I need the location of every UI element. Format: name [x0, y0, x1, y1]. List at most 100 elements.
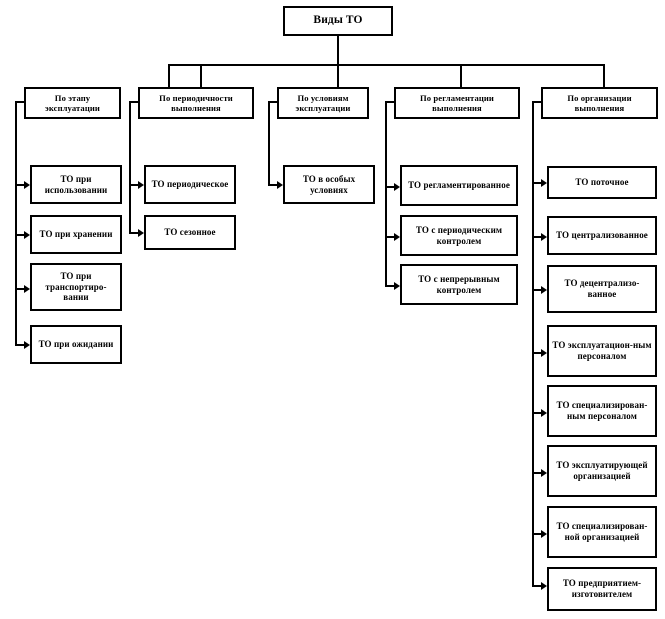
branch5-tick-3 [532, 289, 545, 291]
leaf-node-operating-personnel-label: ТО эксплуатацион-ным персоналом [552, 340, 652, 361]
leaf-node-use-label: ТО при использовании [44, 173, 108, 195]
leaf-node-flow-label: ТО поточное [575, 177, 629, 188]
branch5-tick-2 [532, 236, 545, 238]
branch-node-conditions-label: По условиям эксплуатации [295, 92, 351, 113]
branch2-tick-1 [129, 184, 142, 186]
branch1-rail [15, 101, 17, 346]
branch5-arrow-4 [541, 349, 547, 357]
level2-drop-2 [200, 64, 202, 87]
leaf-node-specialized-personnel-label: ТО специализирован-ным персоналом [556, 400, 648, 421]
branch-node-organization-label: По организации выполнения [567, 92, 632, 113]
branch2-elbow-top [129, 101, 140, 103]
branch3-arrow-1 [277, 181, 283, 189]
leaf-node-storage: ТО при хранении [30, 215, 122, 254]
leaf-node-special-conditions-label: ТО в особых условиях [302, 173, 356, 195]
leaf-node-transport-label: ТО при транспортиро-вании [45, 271, 107, 303]
branch4-arrow-1 [394, 183, 400, 191]
leaf-node-regulated-label: ТО регламентированное [408, 180, 510, 191]
level2-drop-5 [603, 64, 605, 87]
branch4-tick-2 [385, 236, 398, 238]
leaf-node-operating-organization-label: ТО эксплуатирующей организацией [556, 460, 648, 481]
branch5-arrow-8 [541, 582, 547, 590]
leaf-node-regulated: ТО регламентированное [400, 165, 518, 206]
leaf-node-continuous-control-label: ТО с непрерывным контролем [418, 273, 500, 295]
branch1-tick-2 [15, 234, 28, 236]
leaf-node-manufacturer: ТО предприятием-изготовителем [547, 567, 657, 611]
branch1-arrow-2 [24, 231, 30, 239]
leaf-node-decentralized: ТО децентрализо-ванное [547, 265, 657, 313]
branch1-tick-1 [15, 184, 28, 186]
branch5-tick-4 [532, 352, 545, 354]
branch5-tick-7 [532, 533, 545, 535]
branch-node-organization: По организации выполнения [541, 87, 658, 119]
branch-node-conditions: По условиям эксплуатации [277, 87, 369, 119]
leaf-node-storage-label: ТО при хранении [39, 229, 113, 240]
leaf-node-periodic-label: ТО периодическое [151, 179, 229, 190]
branch5-tick-1 [532, 182, 545, 184]
leaf-node-continuous-control: ТО с непрерывным контролем [400, 264, 518, 305]
branch1-arrow-1 [24, 181, 30, 189]
branch2-arrow-1 [138, 181, 144, 189]
branch4-elbow-top [385, 101, 396, 103]
branch5-rail [532, 101, 534, 587]
leaf-node-periodic: ТО периодическое [144, 165, 236, 204]
branch-node-stage: По этапу эксплуатации [24, 87, 121, 119]
leaf-node-waiting: ТО при ожидании [30, 325, 122, 364]
leaf-node-periodic-control: ТО с периодическим контролем [400, 215, 518, 256]
leaf-node-waiting-label: ТО при ожидании [38, 339, 114, 350]
leaf-node-periodic-control-label: ТО с периодическим контролем [415, 224, 503, 246]
leaf-node-seasonal-label: ТО сезонное [164, 227, 216, 238]
leaf-node-operating-organization: ТО эксплуатирующей организацией [547, 445, 657, 497]
branch2-rail [129, 101, 131, 234]
branch1-elbow-top [15, 101, 26, 103]
branch5-arrow-5 [541, 409, 547, 417]
branch5-tick-5 [532, 412, 545, 414]
root-node-label: Виды ТО [313, 14, 363, 27]
leaf-node-decentralized-label: ТО децентрализо-ванное [564, 278, 640, 299]
branch-node-regulation: По регламентации выполнения [394, 87, 520, 119]
branch4-rail [385, 101, 387, 287]
leaf-node-use: ТО при использовании [30, 165, 122, 204]
leaf-node-transport: ТО при транспортиро-вании [30, 263, 122, 311]
branch5-arrow-1 [541, 179, 547, 187]
branch-node-stage-label: По этапу эксплуатации [45, 92, 100, 113]
leaf-node-centralized: ТО централизованное [547, 216, 657, 255]
branch4-tick-3 [385, 285, 398, 287]
leaf-node-specialized-personnel: ТО специализирован-ным персоналом [547, 385, 657, 437]
branch5-arrow-7 [541, 530, 547, 538]
branch2-arrow-2 [138, 229, 144, 237]
leaf-node-manufacturer-label: ТО предприятием-изготовителем [562, 578, 642, 599]
branch5-tick-8 [532, 585, 545, 587]
branch3-rail [268, 101, 270, 186]
branch2-tick-2 [129, 232, 142, 234]
branch-node-regulation-label: По регламентации выполнения [419, 92, 494, 113]
branch4-arrow-2 [394, 233, 400, 241]
leaf-node-flow: ТО поточное [547, 166, 657, 199]
level2-drop-1 [168, 64, 170, 87]
leaf-node-centralized-label: ТО централизованное [556, 230, 648, 241]
leaf-node-specialized-organization: ТО специализирован-ной организацией [547, 506, 657, 558]
branch1-tick-4 [15, 344, 28, 346]
branch-node-periodicity: По периодичности выполнения [138, 87, 254, 119]
leaf-node-seasonal: ТО сезонное [144, 215, 236, 250]
branch1-arrow-4 [24, 341, 30, 349]
level2-bus [168, 64, 605, 66]
level2-drop-4 [460, 64, 462, 87]
leaf-node-specialized-organization-label: ТО специализирован-ной организацией [556, 521, 648, 542]
level2-drop-3 [337, 64, 339, 87]
branch5-arrow-2 [541, 233, 547, 241]
branch4-arrow-3 [394, 282, 400, 290]
branch1-arrow-3 [24, 285, 30, 293]
root-node: Виды ТО [283, 6, 393, 36]
branch-node-periodicity-label: По периодичности выполнения [159, 92, 233, 113]
leaf-node-operating-personnel: ТО эксплуатацион-ным персоналом [547, 325, 657, 377]
branch5-arrow-6 [541, 469, 547, 477]
branch4-tick-1 [385, 186, 398, 188]
branch5-elbow-top [532, 101, 543, 103]
branch5-arrow-3 [541, 286, 547, 294]
branch3-tick-1 [268, 184, 281, 186]
branch3-elbow-top [268, 101, 279, 103]
branch5-tick-6 [532, 472, 545, 474]
leaf-node-special-conditions: ТО в особых условиях [283, 165, 375, 204]
